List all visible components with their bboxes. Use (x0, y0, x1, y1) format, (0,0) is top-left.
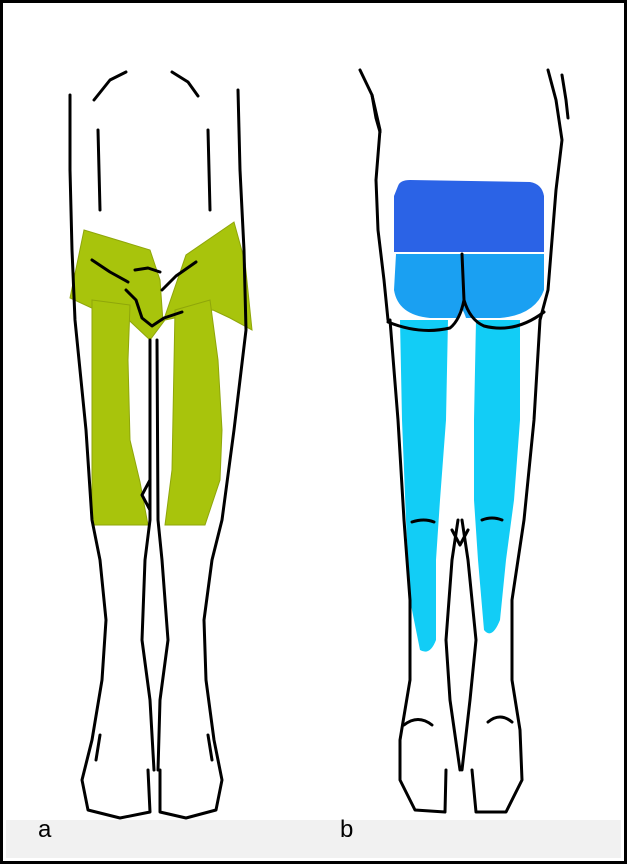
panel-a-figure (70, 72, 252, 818)
posterior-left-leg (400, 320, 448, 652)
panel-a-highlight (70, 222, 252, 525)
anterior-torso-left (98, 130, 100, 210)
anterior-ankle-right (208, 735, 212, 760)
posterior-left-inner (446, 520, 460, 770)
anterior-ankle-left (96, 735, 100, 760)
anterior-left-inner (142, 340, 154, 770)
anterior-left-thigh (92, 300, 148, 525)
posterior-right-hand (562, 75, 568, 118)
posterior-left-hand (372, 95, 380, 132)
panel-label-b: b (340, 818, 353, 842)
anterior-right-inner (157, 340, 168, 770)
anterior-right-thigh (165, 300, 222, 525)
anterior-shoulder-right (172, 72, 198, 96)
panel-label-a: a (38, 818, 51, 842)
posterior-buttocks (394, 254, 544, 318)
posterior-lower-back (394, 180, 544, 252)
anterior-shoulder-left (94, 72, 126, 100)
anterior-torso-right (208, 130, 210, 210)
posterior-intergluteal-cleft (462, 254, 464, 300)
posterior-ankle-right (488, 717, 512, 722)
panel-b-figure (360, 70, 568, 812)
posterior-ankle-left (404, 720, 432, 726)
posterior-right-inner (462, 520, 476, 770)
